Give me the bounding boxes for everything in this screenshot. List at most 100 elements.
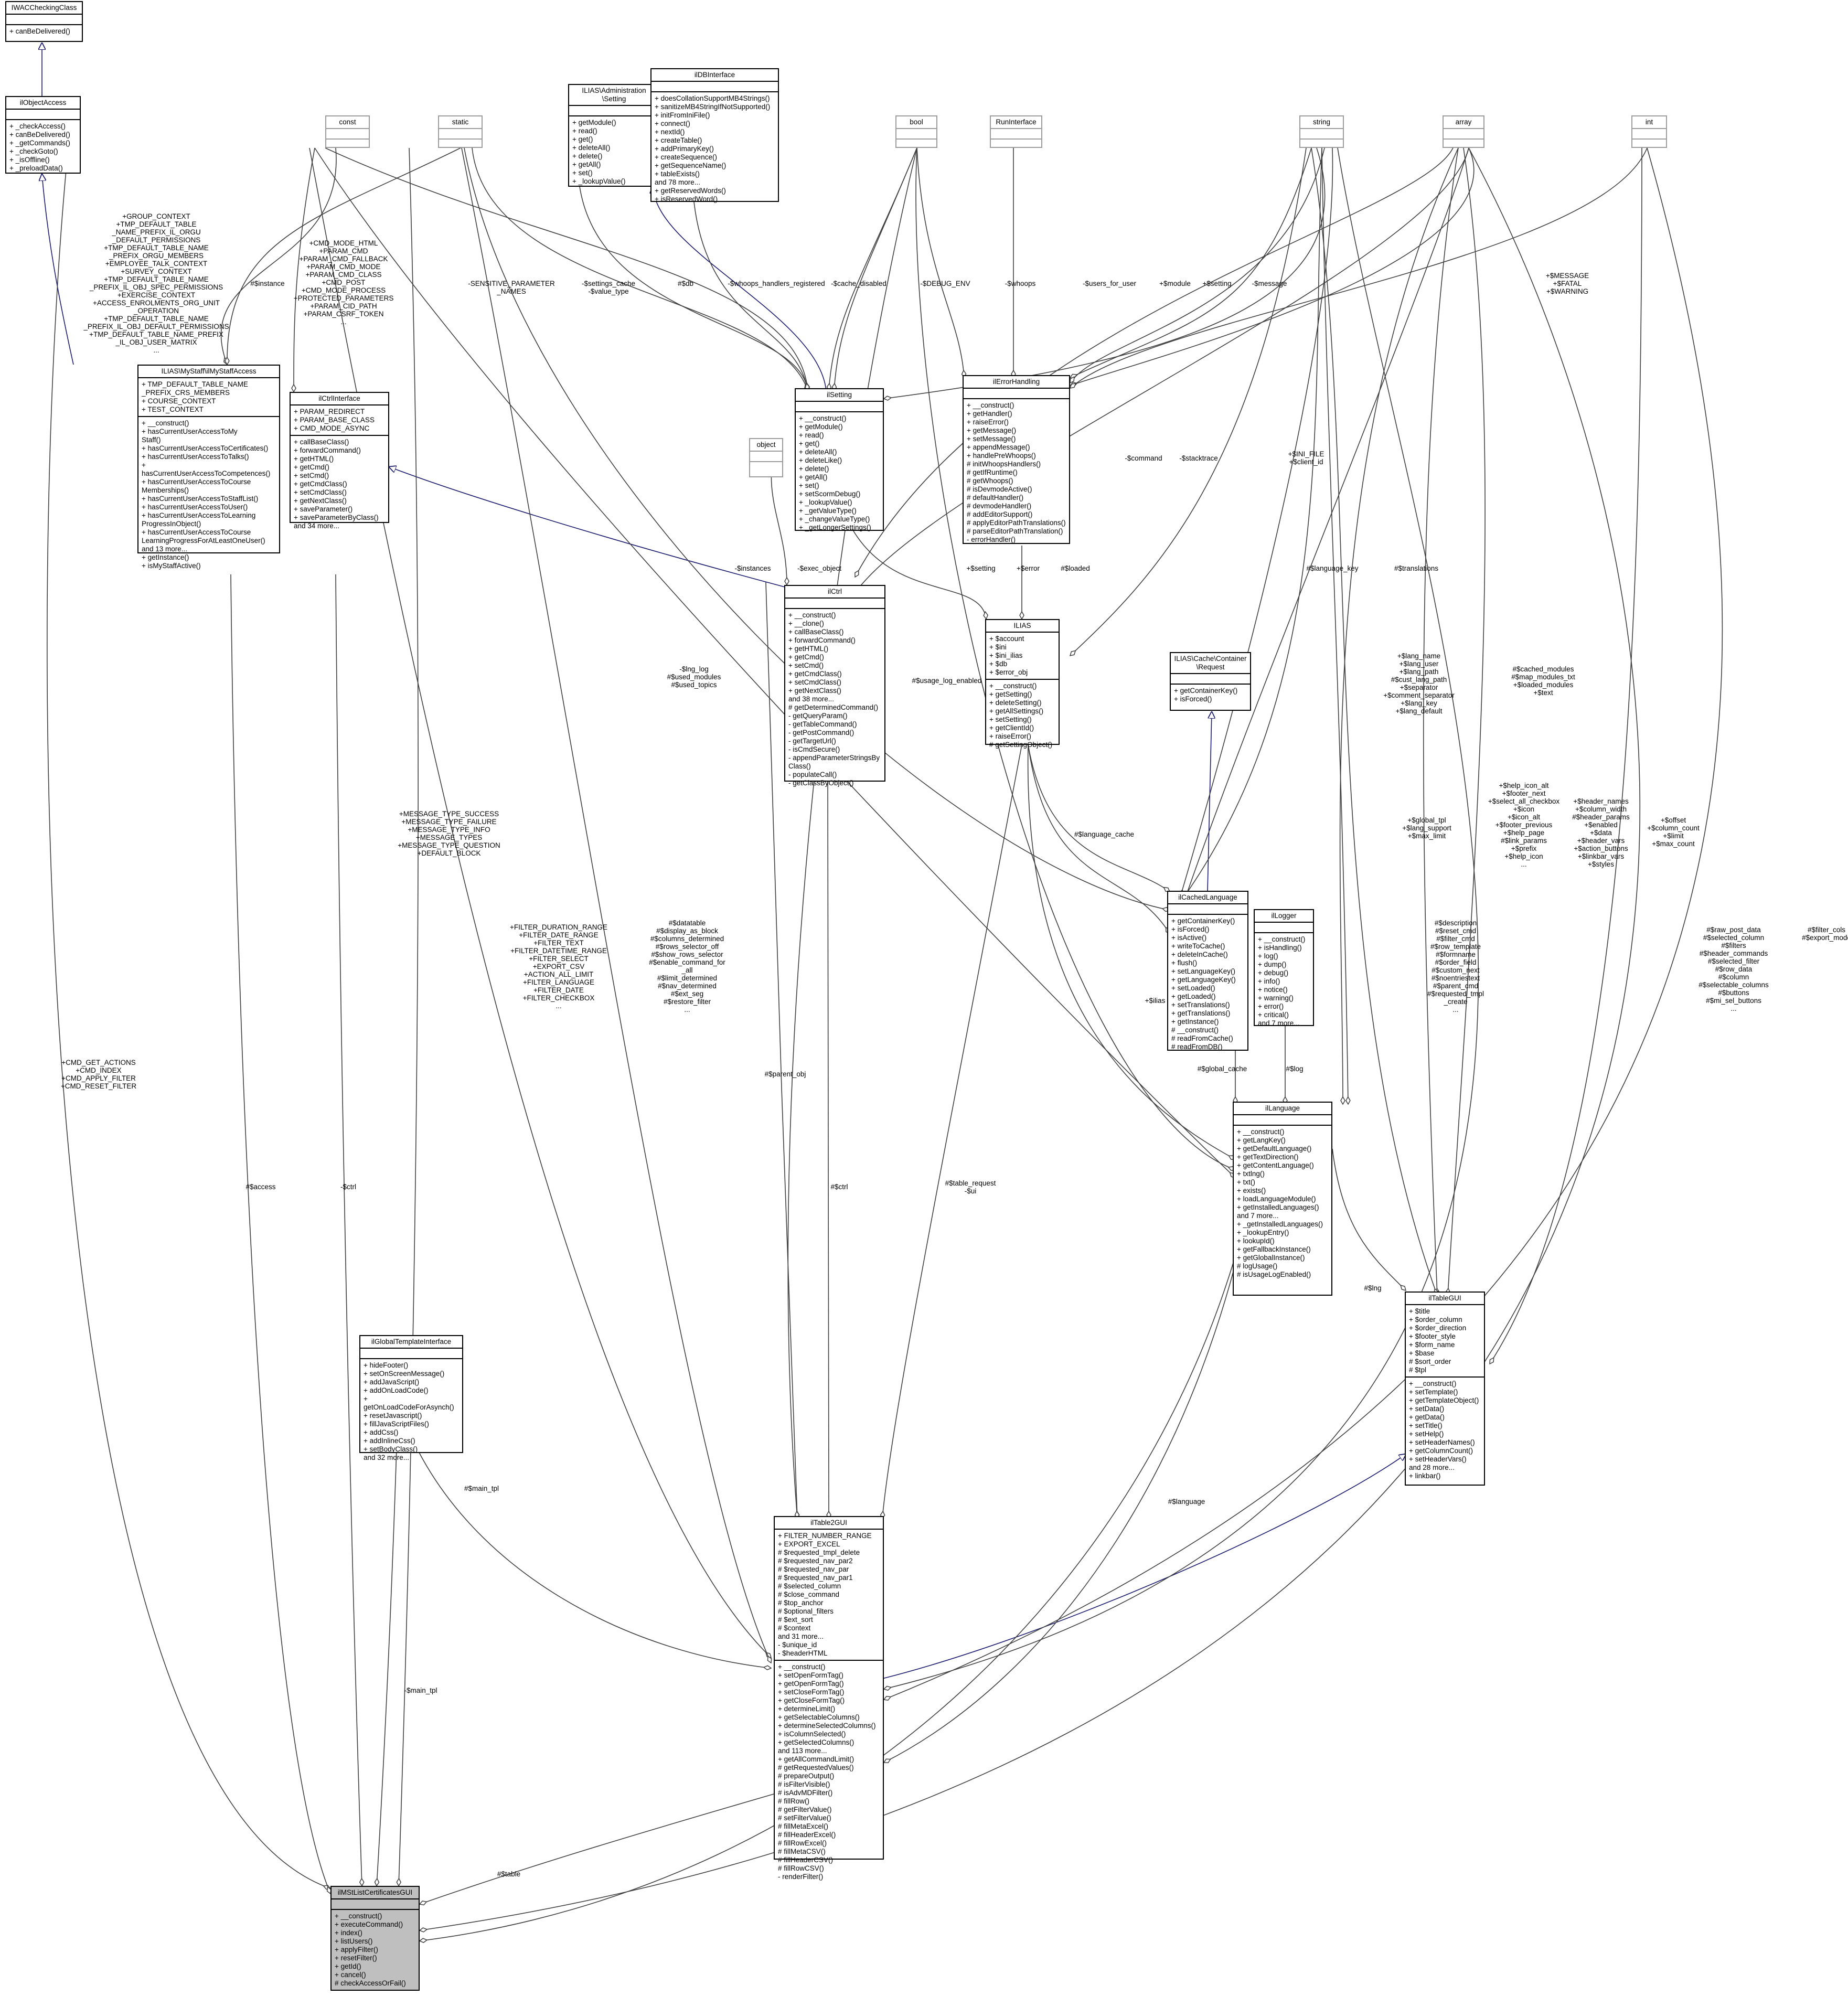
class-title: ilErrorHandling <box>964 376 1069 389</box>
class-box-objectaccess: ilObjectAccess + _checkAccess() + canBeD… <box>5 96 81 174</box>
class-box-ilctrl: ilCtrl + __construct() + __clone() + cal… <box>784 585 885 787</box>
inherit-cachedlang-request <box>1207 712 1212 892</box>
class-title: ILIAS\MyStaff\ilMyStaffAccess <box>138 366 279 378</box>
type-box-string: string <box>1299 115 1344 148</box>
class-methods: + _checkAccess() + canBeDelivered() + _g… <box>9 122 70 172</box>
class-attributes <box>896 129 936 140</box>
class-methods: + __construct() + getSetting() + deleteS… <box>989 682 1053 749</box>
edge-label: #$cached_modules #$map_modules_txt +$loa… <box>1511 665 1575 697</box>
type-box-object: object <box>749 438 783 477</box>
edge-label: +$module <box>1159 280 1191 287</box>
class-attributes <box>6 110 80 120</box>
class-attributes: + $account + $ini + $ini_ilias + $db + $… <box>986 633 1059 680</box>
edge-label: #$description #$reset_cmd #$filter_cmd #… <box>1427 919 1484 1013</box>
class-title: ilMStListCertificatesGUI <box>332 1887 419 1899</box>
class-box-logger: ilLogger + __construct() + isHandling() … <box>1254 909 1314 1027</box>
edge-label: +MESSAGE_TYPE_SUCCESS +MESSAGE_TYPE_FAIL… <box>398 810 500 857</box>
class-attributes <box>6 15 82 25</box>
class-methods <box>991 140 1041 149</box>
class-attributes <box>750 452 782 462</box>
class-title: object <box>750 439 782 452</box>
edge-label: +$ilias <box>1145 997 1166 1005</box>
class-title: IWACCheckingClass <box>6 2 82 15</box>
class-title: string <box>1300 116 1343 129</box>
edge-label: #$table <box>497 1870 521 1878</box>
edge-label: #$language <box>1168 1498 1205 1506</box>
inherit-ilctrl-ctrlinterface <box>389 467 787 588</box>
edge-label: #$access <box>245 1183 276 1191</box>
type-box-static: static <box>438 115 483 148</box>
edge-label: +$lang_name +$lang_user +$lang_path #$cu… <box>1383 652 1455 715</box>
edge-label: -$exec_object <box>797 564 842 572</box>
class-methods: + __construct() + executeCommand() + ind… <box>335 1912 406 1987</box>
type-box-int: int <box>1631 115 1667 148</box>
class-attributes <box>1632 129 1666 140</box>
class-methods: + canBeDelivered() <box>9 27 70 35</box>
class-methods: + __construct() + getHandler() + raiseEr… <box>967 401 1066 543</box>
class-methods: + __construct() + getLangKey() + getDefa… <box>1237 1128 1323 1278</box>
edge-label: #$usage_log_enabled <box>912 677 982 685</box>
edge-label: #$filter_cols #$export_mode <box>1802 926 1848 942</box>
edge-label: #$raw_post_data #$selected_column #$filt… <box>1699 926 1769 1012</box>
class-title: ILIAS\Cache\Container \Request <box>1171 653 1250 674</box>
class-title: ilDBInterface <box>651 69 778 82</box>
class-attributes <box>1300 129 1343 140</box>
class-box-errorhandling: ilErrorHandling + __construct() + getHan… <box>963 375 1070 544</box>
class-title: int <box>1632 116 1666 129</box>
class-methods: + __construct() + getModule() + read() +… <box>799 414 871 531</box>
edge-label: #$main_tpl <box>464 1485 499 1492</box>
class-attributes <box>1255 923 1313 933</box>
class-methods: + __construct() + setOpenFormTag() + get… <box>778 1663 876 1881</box>
class-box-language: ilLanguage + __construct() + getLangKey(… <box>1233 1102 1332 1296</box>
class-methods <box>896 140 936 149</box>
class-methods: + __construct() + isHandling() + log() +… <box>1258 935 1306 1027</box>
class-box-globaltemplate: ilGlobalTemplateInterface + hideFooter()… <box>359 1335 463 1461</box>
edge-label: -$lng_log #$used_modules #$used_topics <box>667 665 721 689</box>
class-attributes <box>964 389 1069 399</box>
class-attributes <box>569 106 659 116</box>
class-title: ilCtrl <box>785 586 884 599</box>
edge-label: #$datatable #$display_as_block #$columns… <box>649 919 725 1013</box>
edge-label: #$parent_obj <box>764 1070 806 1078</box>
edge-label: #$lng <box>1364 1284 1382 1292</box>
class-box-cachedlanguage: ilCachedLanguage + getContainerKey() + i… <box>1167 891 1248 1051</box>
edge-label: -$users_for_user <box>1082 280 1137 287</box>
class-box-dbinterface: ilDBInterface + doesCollationSupportMB4S… <box>650 68 779 203</box>
class-title: ilObjectAccess <box>6 97 80 110</box>
class-title: static <box>439 116 482 129</box>
edge-label: +FILTER_DURATION_RANGE +FILTER_DATE_RANG… <box>510 923 607 1010</box>
class-title: ilCtrlInterface <box>291 393 388 405</box>
edge-label: +GROUP_CONTEXT +TMP_DEFAULT_TABLE _NAME_… <box>83 212 229 354</box>
class-box-ilias: ILIAS + $account + $ini + $ini_ilias + $… <box>985 619 1060 749</box>
class-methods: + __construct() + hasCurrentUserAccessTo… <box>142 419 271 570</box>
class-attributes: + TMP_DEFAULT_TABLE_NAME _PREFIX_CRS_MEM… <box>138 378 279 417</box>
class-title: ilGlobalTemplateInterface <box>360 1336 462 1349</box>
class-methods: + doesCollationSupportMB4Strings() + san… <box>655 94 771 203</box>
edge-label: +$setting <box>1202 280 1232 287</box>
edge-label: #$language_cache <box>1074 830 1135 838</box>
class-box-cache-request: ILIAS\Cache\Container \Request + getCont… <box>1170 652 1251 711</box>
class-box-mstlistcertificatesgui: ilMStListCertificatesGUI + __construct()… <box>330 1886 420 1991</box>
class-methods: + __construct() + setTemplate() + getTem… <box>1409 1380 1479 1480</box>
type-box-runinterface: RunInterface <box>990 115 1042 148</box>
edge-label: -$settings_cache -$value_type <box>581 280 636 295</box>
edge-label: #$table_request -$ui <box>945 1179 996 1195</box>
edge-label: -$message <box>1252 280 1287 287</box>
edge-label: -$ctrl <box>340 1183 356 1191</box>
edge-label: -$instances <box>734 564 771 572</box>
class-title: ilLanguage <box>1234 1103 1331 1115</box>
class-attributes <box>1168 904 1247 915</box>
class-attributes <box>796 402 883 412</box>
edge-label: +CMD_GET_ACTIONS +CMD_INDEX +CMD_APPLY_F… <box>60 1059 137 1090</box>
edge-label: -$stacktrace <box>1179 454 1218 462</box>
class-title: const <box>326 116 369 129</box>
edge-label: +CMD_MODE_HTML +PARAM_CMD +PARAM_CMD_FAL… <box>293 239 394 326</box>
edge-label: #$db <box>677 280 694 287</box>
edge-label: +$MESSAGE +$FATAL +$WARNING <box>1545 272 1589 295</box>
edge-label: #$translations <box>1394 564 1439 572</box>
class-attributes: + PARAM_REDIRECT + PARAM_BASE_CLASS + CM… <box>291 405 388 436</box>
class-title: ilSetting <box>796 389 883 402</box>
class-box-admin-setting: ILIAS\Administration \Setting + getModul… <box>568 84 660 187</box>
edge-label: #$instance <box>250 280 285 287</box>
class-title: ilTableGUI <box>1406 1293 1484 1305</box>
